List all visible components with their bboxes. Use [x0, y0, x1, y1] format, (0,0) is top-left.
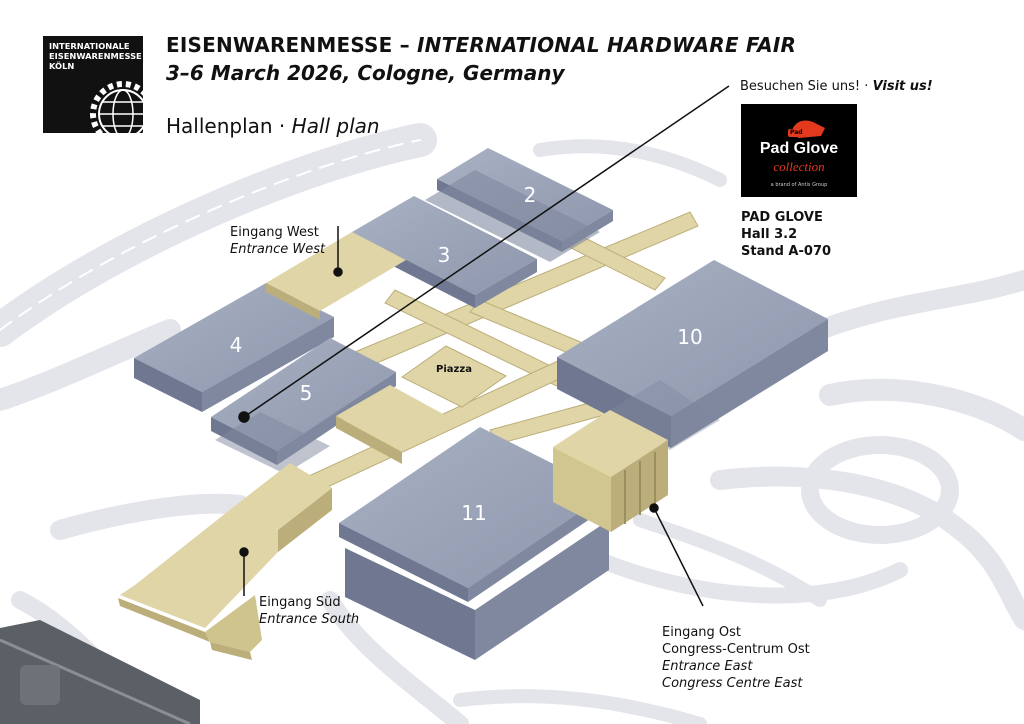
- hall-number-11: 11: [461, 501, 486, 525]
- entrance-east-de2: Congress-Centrum Ost: [662, 642, 810, 657]
- brand-name: Pad Glove: [759, 140, 839, 157]
- hall-number-10: 10: [677, 325, 702, 349]
- entrance-east-en1: Entrance East: [662, 659, 753, 674]
- entrance-south-building: [118, 463, 332, 660]
- plan-en: Hall plan: [291, 114, 380, 138]
- exhibitor-info: PAD GLOVE Hall 3.2 Stand A-070: [741, 209, 831, 260]
- hall-number-3: 5: [300, 381, 313, 405]
- exhibitor-name: PAD GLOVE: [741, 210, 823, 225]
- hall-number-2: 4: [230, 333, 243, 357]
- pad-glove-logo: Pad Pad Glove collection a brand of Anti…: [741, 104, 857, 197]
- visit-us: Besuchen Sie uns! · Visit us!: [740, 79, 933, 94]
- visit-en: Visit us!: [872, 79, 933, 94]
- entrance-east-en2: Congress Centre East: [662, 676, 803, 691]
- hall-10[interactable]: 10: [557, 260, 828, 450]
- entrance-west-en: Entrance West: [230, 242, 326, 257]
- logo-line-3: KÖLN: [49, 61, 75, 71]
- hall-number-4: 3: [438, 243, 451, 267]
- entrance-south-label: Eingang Süd Entrance South: [259, 594, 359, 628]
- entrance-east-de1: Eingang Ost: [662, 625, 742, 640]
- hall-plan-heading: Hallenplan · Hall plan: [166, 114, 380, 138]
- logo-line-2: EISENWARENMESSE: [49, 51, 142, 61]
- brand-badge: Pad: [790, 129, 803, 136]
- roundabout: [801, 436, 959, 544]
- entrance-south-en: Entrance South: [259, 612, 360, 627]
- glove-icon: [788, 120, 825, 138]
- fair-dates: 3–6 March 2026, Cologne, Germany: [166, 61, 565, 85]
- visit-de: Besuchen Sie uns! ·: [740, 79, 869, 94]
- logo-line-1: INTERNATIONALE: [49, 41, 130, 51]
- rail-tracks: [0, 620, 200, 724]
- entrance-west-de: Eingang West: [230, 225, 319, 240]
- hall-number-5: 2: [524, 183, 537, 207]
- title-de: EISENWARENMESSE –: [166, 33, 410, 57]
- exhibitor-stand: Stand A-070: [741, 244, 832, 259]
- globe-gear-icon: [90, 81, 143, 133]
- hall-11[interactable]: 11: [339, 427, 609, 660]
- entrance-east-building: [553, 410, 668, 532]
- entrance-east-label: Eingang Ost Congress-Centrum Ost Entranc…: [662, 624, 810, 692]
- label-pointers: [238, 85, 730, 607]
- brand-sub: collection: [773, 159, 825, 174]
- entrance-south-de: Eingang Süd: [259, 595, 341, 610]
- hall-2[interactable]: 4: [134, 283, 334, 412]
- hall-5[interactable]: 2: [425, 148, 613, 262]
- exhibitor-hall: Hall 3.2: [741, 227, 798, 242]
- page-title: EISENWARENMESSE – INTERNATIONAL HARDWARE…: [166, 33, 796, 57]
- central-entrance-block: [336, 385, 456, 464]
- piazza[interactable]: Piazza: [401, 345, 507, 408]
- fair-logo: INTERNATIONALE EISENWARENMESSE KÖLN: [43, 36, 143, 133]
- walkways: [295, 211, 699, 498]
- brand-tagline: a brand of Antis Group: [770, 182, 828, 188]
- piazza-label: Piazza: [436, 364, 472, 375]
- plan-de: Hallenplan ·: [166, 114, 286, 138]
- title-en: INTERNATIONAL HARDWARE FAIR: [417, 33, 797, 57]
- entrance-west-label: Eingang West Entrance West: [230, 224, 325, 258]
